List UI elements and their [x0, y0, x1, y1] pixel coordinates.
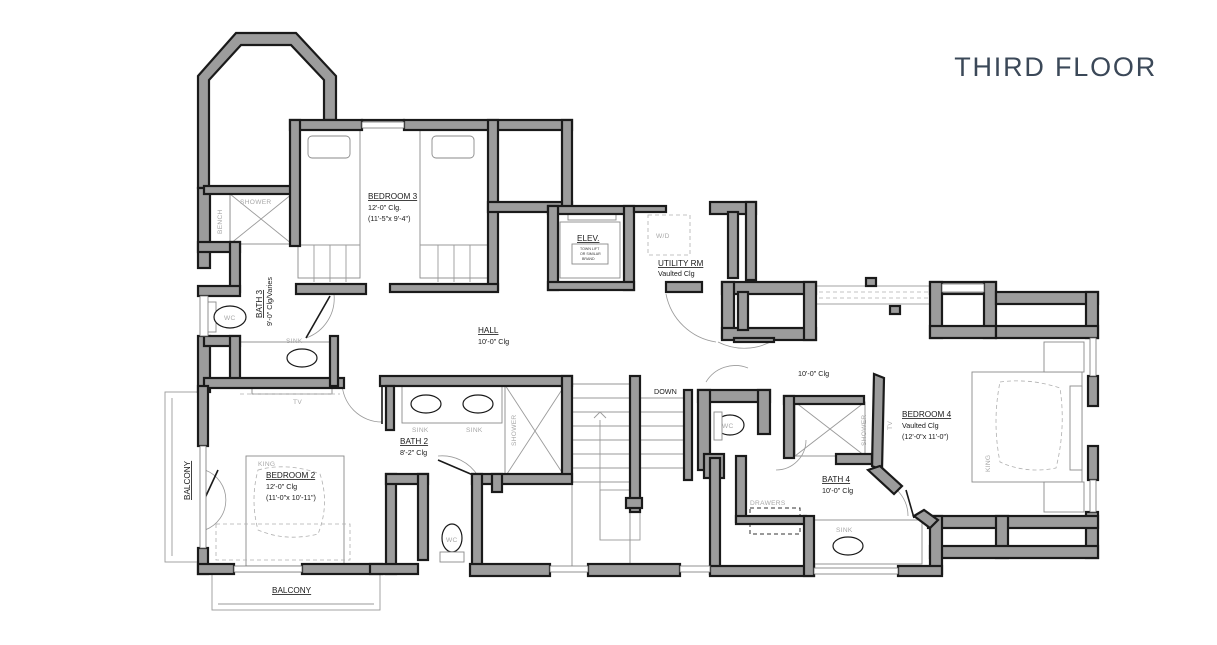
elev-name: ELEV. — [577, 234, 599, 243]
shower-label: SHOWER — [240, 199, 271, 206]
bed-pillow — [307, 135, 351, 159]
utility-ceiling: Vaulted Clg — [658, 269, 695, 278]
bedroom4-bed — [971, 371, 1083, 483]
elev-note-1: TOWN LIFT — [580, 247, 600, 251]
wd-label: W/D — [656, 233, 670, 240]
bath4-vanity — [811, 519, 923, 565]
floor-title: THIRD FLOOR — [954, 52, 1157, 82]
tv-label-bed2: TV — [293, 399, 302, 406]
wc-tank — [439, 551, 465, 563]
bath4-name: BATH 4 — [822, 475, 851, 484]
bath2-ceiling: 8'-2" Clg — [400, 448, 427, 457]
sink-label: SINK — [286, 338, 303, 345]
balcony-west-label: BALCONY — [183, 460, 192, 500]
shower-label-b4: SHOWER — [861, 415, 868, 446]
furniture-layer — [164, 127, 1085, 611]
elevator-panel — [571, 243, 609, 265]
wc-bowl — [213, 305, 247, 329]
bedroom3-name: BEDROOM 3 — [368, 192, 418, 201]
wc-label-b2: WC — [446, 537, 458, 544]
windows — [199, 121, 1097, 575]
bench-label: BENCH — [217, 209, 224, 234]
stair — [571, 383, 631, 571]
hall-ceiling: 10'-0" Clg — [478, 337, 509, 346]
tv-label-bed4: TV — [887, 421, 894, 430]
bath4-ceiling: 10'-0" Clg — [822, 486, 853, 495]
bedroom2-ceiling: 12'-0" Clg — [266, 482, 297, 491]
room-labels: BEDROOM 3 12'-0" Clg. (11'-5"x 9'-4") BA… — [183, 192, 992, 595]
bath3-name: BATH 3 — [255, 289, 264, 318]
elev-note-2: OR SIMILAR — [580, 252, 601, 256]
bath4-sink-basin — [832, 536, 864, 556]
bedroom4-ceiling: Vaulted Clg — [902, 421, 939, 430]
bedroom2-size: (11'-0"x 10'-11") — [266, 493, 316, 502]
king-label-bed2: KING — [258, 461, 275, 468]
bath3-vanity — [237, 341, 334, 381]
elev-note-3: BRAND — [582, 257, 595, 261]
utility-name: UTILITY RM — [658, 259, 704, 268]
drawers-label: DRAWERS — [750, 500, 786, 507]
shower-label-b2: SHOWER — [511, 415, 518, 446]
sink-label-b4: SINK — [836, 527, 853, 534]
sink-label-b2-left: SINK — [412, 427, 429, 434]
bedroom2-bench — [215, 523, 351, 561]
bath2-sink-right — [462, 394, 494, 414]
sink-label-b2-right: SINK — [466, 427, 483, 434]
washer-dryer — [647, 214, 691, 256]
wc-label: WC — [224, 315, 236, 322]
bedroom4-name: BEDROOM 4 — [902, 410, 952, 419]
balcony-south-label: BALCONY — [272, 586, 312, 595]
walls — [196, 31, 1100, 578]
down-label: DOWN — [654, 387, 677, 396]
bath3-ceiling: 9'-0" Clg/Varies — [265, 277, 274, 326]
wc-label-b4: WC — [722, 423, 734, 430]
bath2-sink-left — [410, 394, 442, 414]
bath2-name: BATH 2 — [400, 437, 429, 446]
landing-ceiling: 10'-0" Clg — [798, 369, 829, 378]
king-label-bed4: KING — [985, 455, 992, 472]
bed-pillow — [431, 135, 475, 159]
hall-name: HALL — [478, 326, 499, 335]
bedroom2-name: BEDROOM 2 — [266, 471, 316, 480]
bath3-sink-basin — [286, 348, 318, 368]
bedroom4-size: (12'-0"x 11'-0") — [902, 432, 948, 441]
bedroom3-size: (11'-5"x 9'-4") — [368, 214, 410, 223]
bedroom3-ceiling: 12'-0" Clg. — [368, 203, 401, 212]
